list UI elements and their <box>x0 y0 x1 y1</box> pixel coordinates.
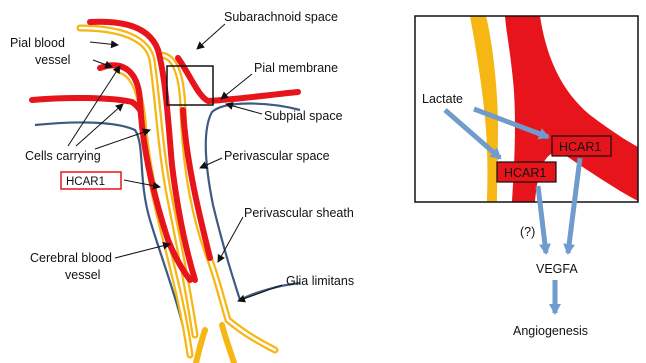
arrow-subpial-space <box>226 104 262 114</box>
glia-limitans-right-line <box>206 104 300 301</box>
label-pial-membrane: Pial membrane <box>254 61 338 75</box>
label-question: (?) <box>520 225 535 239</box>
label-perivascular-space: Perivascular space <box>224 149 330 163</box>
arrow-cells-1 <box>68 66 120 146</box>
pial-vessel-horizontal-red <box>32 98 141 112</box>
label-cerebral-blood-vessel-2: vessel <box>65 268 100 282</box>
label-angiogenesis: Angiogenesis <box>513 324 588 338</box>
arrow-hcar1-to-vegfa-right <box>568 158 580 253</box>
arrow-glia-limitans <box>238 285 282 301</box>
label-hcar1-box: HCAR1 <box>66 176 105 188</box>
label-pial-blood-vessel-2: vessel <box>35 53 70 67</box>
label-lactate: Lactate <box>422 92 463 106</box>
label-subarachnoid-space: Subarachnoid space <box>224 10 338 24</box>
label-subpial-space: Subpial space <box>264 109 343 123</box>
label-pial-blood-vessel-1: Pial blood <box>10 36 65 50</box>
label-perivascular-sheath: Perivascular sheath <box>244 206 354 220</box>
arrow-subarachnoid-space <box>197 24 225 49</box>
label-cerebral-blood-vessel-1: Cerebral blood <box>30 251 112 265</box>
left-panel: Pial blood vessel Subarachnoid space Pia… <box>10 10 354 363</box>
arrow-perivascular-space <box>200 158 222 168</box>
arrow-pial-blood-vessel <box>90 42 118 45</box>
arrow-hcar1-to-vegfa-left <box>538 186 546 253</box>
right-panel: HCAR1 HCAR1 Lactate (?) VEGFA Angiogenes… <box>415 16 640 338</box>
label-hcar1-lower: HCAR1 <box>504 166 546 180</box>
label-hcar1-upper: HCAR1 <box>559 140 601 154</box>
sheath-branch-lower <box>196 325 234 363</box>
label-vegfa: VEGFA <box>536 262 578 276</box>
label-glia-limitans: Glia limitans <box>286 274 354 288</box>
label-cells-carrying: Cells carrying <box>25 149 101 163</box>
